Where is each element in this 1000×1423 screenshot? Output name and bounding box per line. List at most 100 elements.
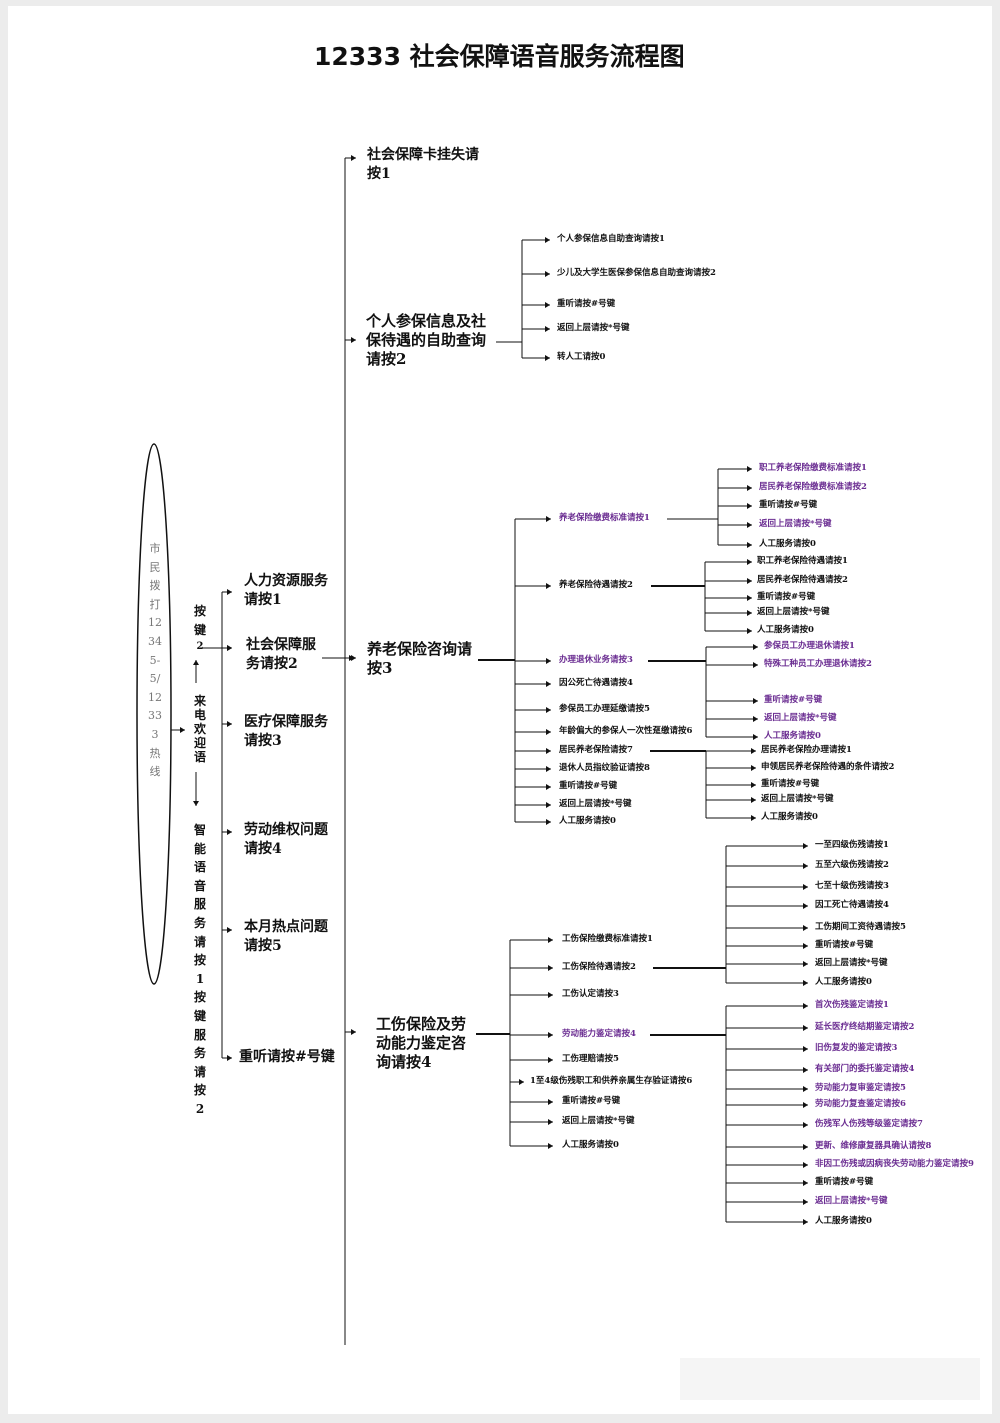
arrowhead: [803, 1122, 808, 1128]
arrowhead: [227, 721, 232, 727]
menu-medical-insurance[interactable]: 医疗保障服务请按3: [244, 714, 328, 749]
menu-monthly-hot[interactable]: 本月热点问题请按5: [244, 919, 328, 954]
fee-option-4[interactable]: 人工服务请按0: [759, 539, 816, 549]
resident-option-0[interactable]: 居民养老保险办理请按1: [761, 745, 852, 755]
menu-hr-service[interactable]: 人力资源服务请按1: [244, 573, 328, 608]
retire-option-3[interactable]: 返回上层请按*号键: [764, 713, 837, 723]
arrowhead: [803, 1144, 808, 1150]
menu-repeat[interactable]: 重听请按#号键: [239, 1049, 335, 1065]
arrowhead: [193, 660, 199, 665]
capacity-option-7[interactable]: 更新、维修康复器具确认请按8: [815, 1141, 932, 1151]
fee-option-1[interactable]: 居民养老保险缴费标准请按2: [759, 482, 867, 492]
injury-option-8[interactable]: 人工服务请按0: [562, 1140, 619, 1150]
capacity-option-8[interactable]: 非因工伤残或因病丧失劳动能力鉴定请按9: [815, 1159, 974, 1169]
arrowhead: [545, 302, 550, 308]
arrowhead: [747, 595, 752, 601]
query-option-4[interactable]: 转人工请按0: [557, 352, 606, 362]
capacity-option-11[interactable]: 人工服务请按0: [815, 1216, 872, 1226]
pension-option-9[interactable]: 返回上层请按*号键: [559, 799, 632, 809]
pension-option-6[interactable]: 居民养老保险请按7: [559, 745, 633, 755]
fee-option-3[interactable]: 返回上层请按*号键: [759, 519, 832, 529]
arrowhead: [545, 271, 550, 277]
arrowhead: [546, 516, 551, 522]
arrowhead: [753, 716, 758, 722]
retire-option-0[interactable]: 参保员工办理退休请按1: [764, 641, 855, 651]
capacity-option-10[interactable]: 返回上层请按*号键: [815, 1196, 888, 1206]
benefit-option-0[interactable]: 职工养老保险待遇请按1: [757, 556, 848, 566]
capacity-option-9[interactable]: 重听请按#号键: [815, 1177, 874, 1187]
capacity-option-3[interactable]: 有关部门的委托鉴定请按4: [815, 1064, 915, 1074]
retire-option-4[interactable]: 人工服务请按0: [764, 731, 821, 741]
arrowhead: [751, 815, 756, 821]
menu-injury-consult[interactable]: 工伤保险及劳动能力鉴定咨询请按4: [376, 1015, 467, 1071]
pension-option-1[interactable]: 养老保险待遇请按2: [559, 580, 633, 590]
arrowhead: [548, 1099, 553, 1105]
menu-labor-rights[interactable]: 劳动维权问题请按4: [244, 822, 328, 857]
capacity-option-0[interactable]: 首次伤残鉴定请按1: [815, 1000, 889, 1010]
capacity-option-6[interactable]: 伤残军人伤残等级鉴定请按7: [815, 1119, 923, 1129]
injury-option-2[interactable]: 工伤认定请按3: [562, 989, 619, 999]
query-option-2[interactable]: 重听请按#号键: [557, 299, 616, 309]
pension-option-8[interactable]: 重听请按#号键: [559, 781, 618, 791]
pension-option-2[interactable]: 办理退休业务请按3: [559, 655, 633, 665]
arrowhead: [180, 727, 185, 733]
injury-benefit-option-2[interactable]: 七至十级伤残请按3: [815, 881, 889, 891]
arrowhead: [803, 903, 808, 909]
injury-benefit-option-1[interactable]: 五至六级伤残请按2: [815, 860, 889, 870]
pension-option-4[interactable]: 参保员工办理延缴请按5: [559, 704, 650, 714]
injury-option-7[interactable]: 返回上层请按*号键: [562, 1116, 635, 1126]
capacity-option-4[interactable]: 劳动能力复审鉴定请按5: [815, 1083, 906, 1093]
pension-option-5[interactable]: 年龄偏大的参保人一次性趸缴请按6: [559, 726, 693, 736]
menu-social-security[interactable]: 社会保障服务请按2: [246, 637, 316, 672]
page-title: 12333 社会保障语音服务流程图: [314, 42, 685, 71]
query-option-3[interactable]: 返回上层请按*号键: [557, 323, 630, 333]
query-option-0[interactable]: 个人参保信息自助查询请按1: [557, 234, 665, 244]
injury-benefit-option-5[interactable]: 重听请按#号键: [815, 940, 874, 950]
capacity-option-2[interactable]: 旧伤复发的鉴定请按3: [815, 1043, 898, 1053]
fee-option-0[interactable]: 职工养老保险缴费标准请按1: [759, 463, 867, 473]
injury-benefit-option-4[interactable]: 工伤期间工资待遇请按5: [815, 922, 906, 932]
arrowhead: [227, 645, 232, 651]
injury-option-6[interactable]: 重听请按#号键: [562, 1096, 621, 1106]
resident-option-4[interactable]: 人工服务请按0: [761, 812, 818, 822]
injury-option-0[interactable]: 工伤保险缴费标准请按1: [562, 934, 653, 944]
injury-option-1[interactable]: 工伤保险待遇请按2: [562, 962, 636, 972]
capacity-option-1[interactable]: 延长医疗终结期鉴定请按2: [815, 1022, 915, 1032]
arrowhead: [803, 843, 808, 849]
fee-option-2[interactable]: 重听请按#号键: [759, 500, 818, 510]
arrowhead: [351, 337, 356, 343]
arrowhead: [803, 1025, 808, 1031]
injury-benefit-option-3[interactable]: 因工死亡待遇请按4: [815, 900, 889, 910]
benefit-option-3[interactable]: 返回上层请按*号键: [757, 607, 830, 617]
arrowhead: [546, 707, 551, 713]
smart-voice-prompt: 智能语音服务请按1按键服务请按2: [193, 823, 206, 1116]
resident-option-1[interactable]: 申领居民养老保险待遇的条件请按2: [761, 762, 895, 772]
arrowhead: [803, 863, 808, 869]
caller-oval: [136, 443, 172, 985]
benefit-option-4[interactable]: 人工服务请按0: [757, 625, 814, 635]
pension-option-3[interactable]: 因公死亡待遇请按4: [559, 678, 633, 688]
capacity-option-5[interactable]: 劳动能力复查鉴定请按6: [815, 1099, 906, 1109]
injury-option-3[interactable]: 劳动能力鉴定请按4: [562, 1029, 636, 1039]
pension-option-7[interactable]: 退休人员指纹验证请按8: [559, 763, 650, 773]
arrowhead: [747, 485, 752, 491]
injury-benefit-option-6[interactable]: 返回上层请按*号键: [815, 958, 888, 968]
menu-self-query[interactable]: 个人参保信息及社保待遇的自助查询请按2: [366, 312, 487, 368]
menu-pension-consult[interactable]: 养老保险咨询请按3: [367, 640, 473, 677]
resident-option-2[interactable]: 重听请按#号键: [761, 779, 820, 789]
arrowhead: [545, 326, 550, 332]
pension-option-10[interactable]: 人工服务请按0: [559, 816, 616, 826]
injury-option-4[interactable]: 工伤理赔请按5: [562, 1054, 619, 1064]
injury-benefit-option-0[interactable]: 一至四级伤残请按1: [815, 840, 889, 850]
query-option-1[interactable]: 少儿及大学生医保参保信息自助查询请按2: [557, 268, 716, 278]
retire-option-1[interactable]: 特殊工种员工办理退休请按2: [764, 659, 872, 669]
retire-option-2[interactable]: 重听请按#号键: [764, 695, 823, 705]
arrowhead: [751, 797, 756, 803]
injury-benefit-option-7[interactable]: 人工服务请按0: [815, 977, 872, 987]
pension-option-0[interactable]: 养老保险缴费标准请按1: [559, 513, 650, 523]
resident-option-3[interactable]: 返回上层请按*号键: [761, 794, 834, 804]
injury-option-5[interactable]: 1至4级伤残职工和供养亲属生存验证请按6: [530, 1076, 693, 1086]
menu-card-loss[interactable]: 社会保障卡挂失请按1: [367, 147, 479, 182]
benefit-option-2[interactable]: 重听请按#号键: [757, 592, 816, 602]
benefit-option-1[interactable]: 居民养老保险待遇请按2: [757, 575, 848, 585]
